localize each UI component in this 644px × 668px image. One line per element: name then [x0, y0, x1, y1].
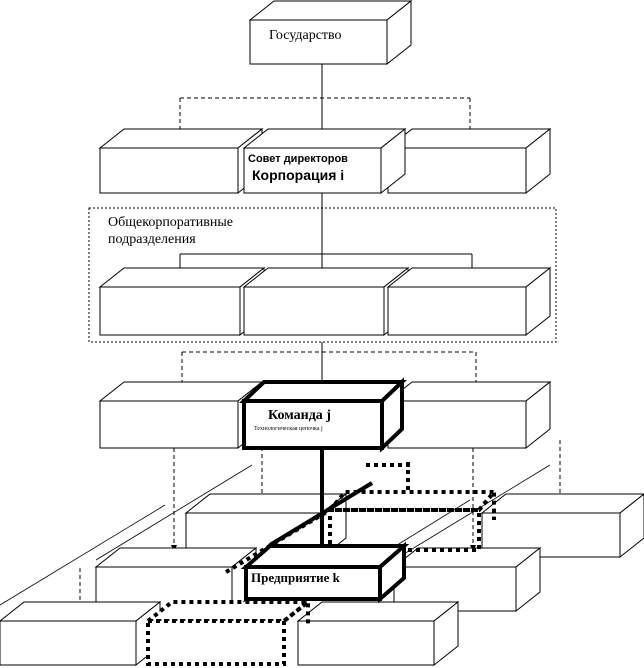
enterprise-front-right	[296, 600, 460, 667]
enterprise-front-left	[0, 600, 162, 667]
enterprise-k-block	[240, 541, 410, 604]
divisions-label-line2: подразделения	[108, 232, 196, 247]
guide-line-2	[0, 504, 166, 606]
board-label-line1: Совет директоров	[248, 153, 348, 165]
division-right-block	[386, 266, 552, 337]
division-center-block	[242, 266, 410, 337]
team-left-block	[98, 380, 264, 450]
guide-line-1	[95, 464, 253, 561]
state-block	[248, 0, 413, 66]
team-label: Команда j	[268, 408, 331, 423]
team-right-block	[386, 380, 552, 450]
team-j-block	[238, 377, 408, 453]
board-block	[242, 127, 407, 195]
corporation-right-block	[386, 127, 552, 195]
heavy-diagonal-link	[268, 481, 374, 547]
enterprise-back-highlight	[325, 486, 499, 552]
divisions-label-line1: Общекорпоративные	[108, 215, 233, 230]
enterprise-label: Предприятие k	[251, 570, 341, 585]
enterprise-front-highlight	[142, 597, 314, 666]
team-sublabel: Технологическая цепочка j	[254, 426, 323, 432]
guide-line-3	[393, 464, 551, 561]
board-label-line2: Корпорация i	[252, 167, 344, 183]
corporation-left-block	[98, 127, 264, 195]
division-left-block	[98, 266, 266, 337]
state-label: Государство	[269, 28, 342, 43]
